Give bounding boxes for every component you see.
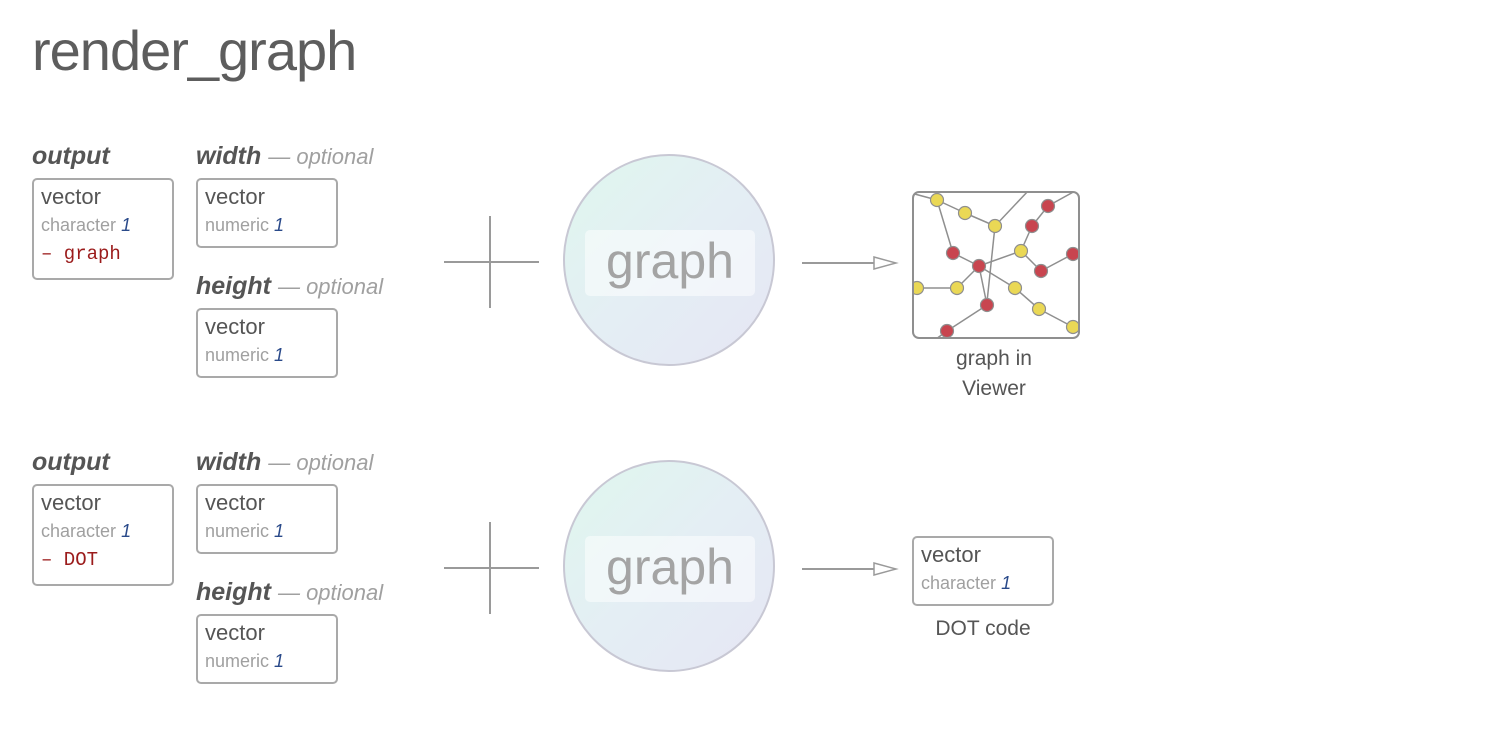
- output-value: – DOT: [41, 549, 99, 571]
- graph-thumbnail-icon: [912, 191, 1080, 339]
- output-value: – graph: [41, 243, 121, 265]
- plus-vertical-line: [489, 216, 491, 308]
- output-subtype: character 1: [41, 521, 132, 541]
- height-subtype: numeric 1: [205, 651, 285, 671]
- result-subtype: character 1: [921, 573, 1012, 593]
- plus-vertical-line: [489, 522, 491, 614]
- width-type: vector: [205, 490, 265, 515]
- function-name: graph: [585, 536, 755, 602]
- function-circle: graph: [563, 460, 775, 672]
- result-box: vector character 1: [912, 536, 1054, 606]
- page-title: render_graph: [32, 19, 357, 82]
- height-box: vector numeric 1: [196, 614, 338, 684]
- height-subtype: numeric 1: [205, 345, 285, 365]
- width-box: vector numeric 1: [196, 178, 338, 248]
- result-caption: DOT code: [935, 617, 1031, 640]
- arrow-right-icon: [802, 256, 899, 270]
- width-label: width — optional: [196, 448, 374, 476]
- plus-horizontal-line: [444, 261, 539, 263]
- height-label: height — optional: [196, 578, 384, 606]
- height-type: vector: [205, 314, 265, 339]
- row-graph-output: output vector character 1 – graph width …: [0, 130, 1510, 420]
- output-box: vector character 1 – DOT: [32, 484, 174, 586]
- output-label: output: [32, 142, 110, 170]
- row-dot-output: output vector character 1 – DOT width — …: [0, 436, 1510, 726]
- output-type: vector: [41, 184, 101, 209]
- height-label: height — optional: [196, 272, 384, 300]
- width-label: width — optional: [196, 142, 374, 170]
- width-subtype: numeric 1: [205, 521, 285, 541]
- output-box: vector character 1 – graph: [32, 178, 174, 280]
- height-type: vector: [205, 620, 265, 645]
- result-caption: graph in Viewer: [956, 347, 1032, 400]
- width-box: vector numeric 1: [196, 484, 338, 554]
- width-type: vector: [205, 184, 265, 209]
- width-subtype: numeric 1: [205, 215, 285, 235]
- height-box: vector numeric 1: [196, 308, 338, 378]
- output-subtype: character 1: [41, 215, 132, 235]
- plus-horizontal-line: [444, 567, 539, 569]
- function-name: graph: [585, 230, 755, 296]
- arrow-right-icon: [802, 562, 899, 576]
- function-circle: graph: [563, 154, 775, 366]
- output-type: vector: [41, 490, 101, 515]
- output-label: output: [32, 448, 110, 476]
- result-type: vector: [921, 542, 981, 567]
